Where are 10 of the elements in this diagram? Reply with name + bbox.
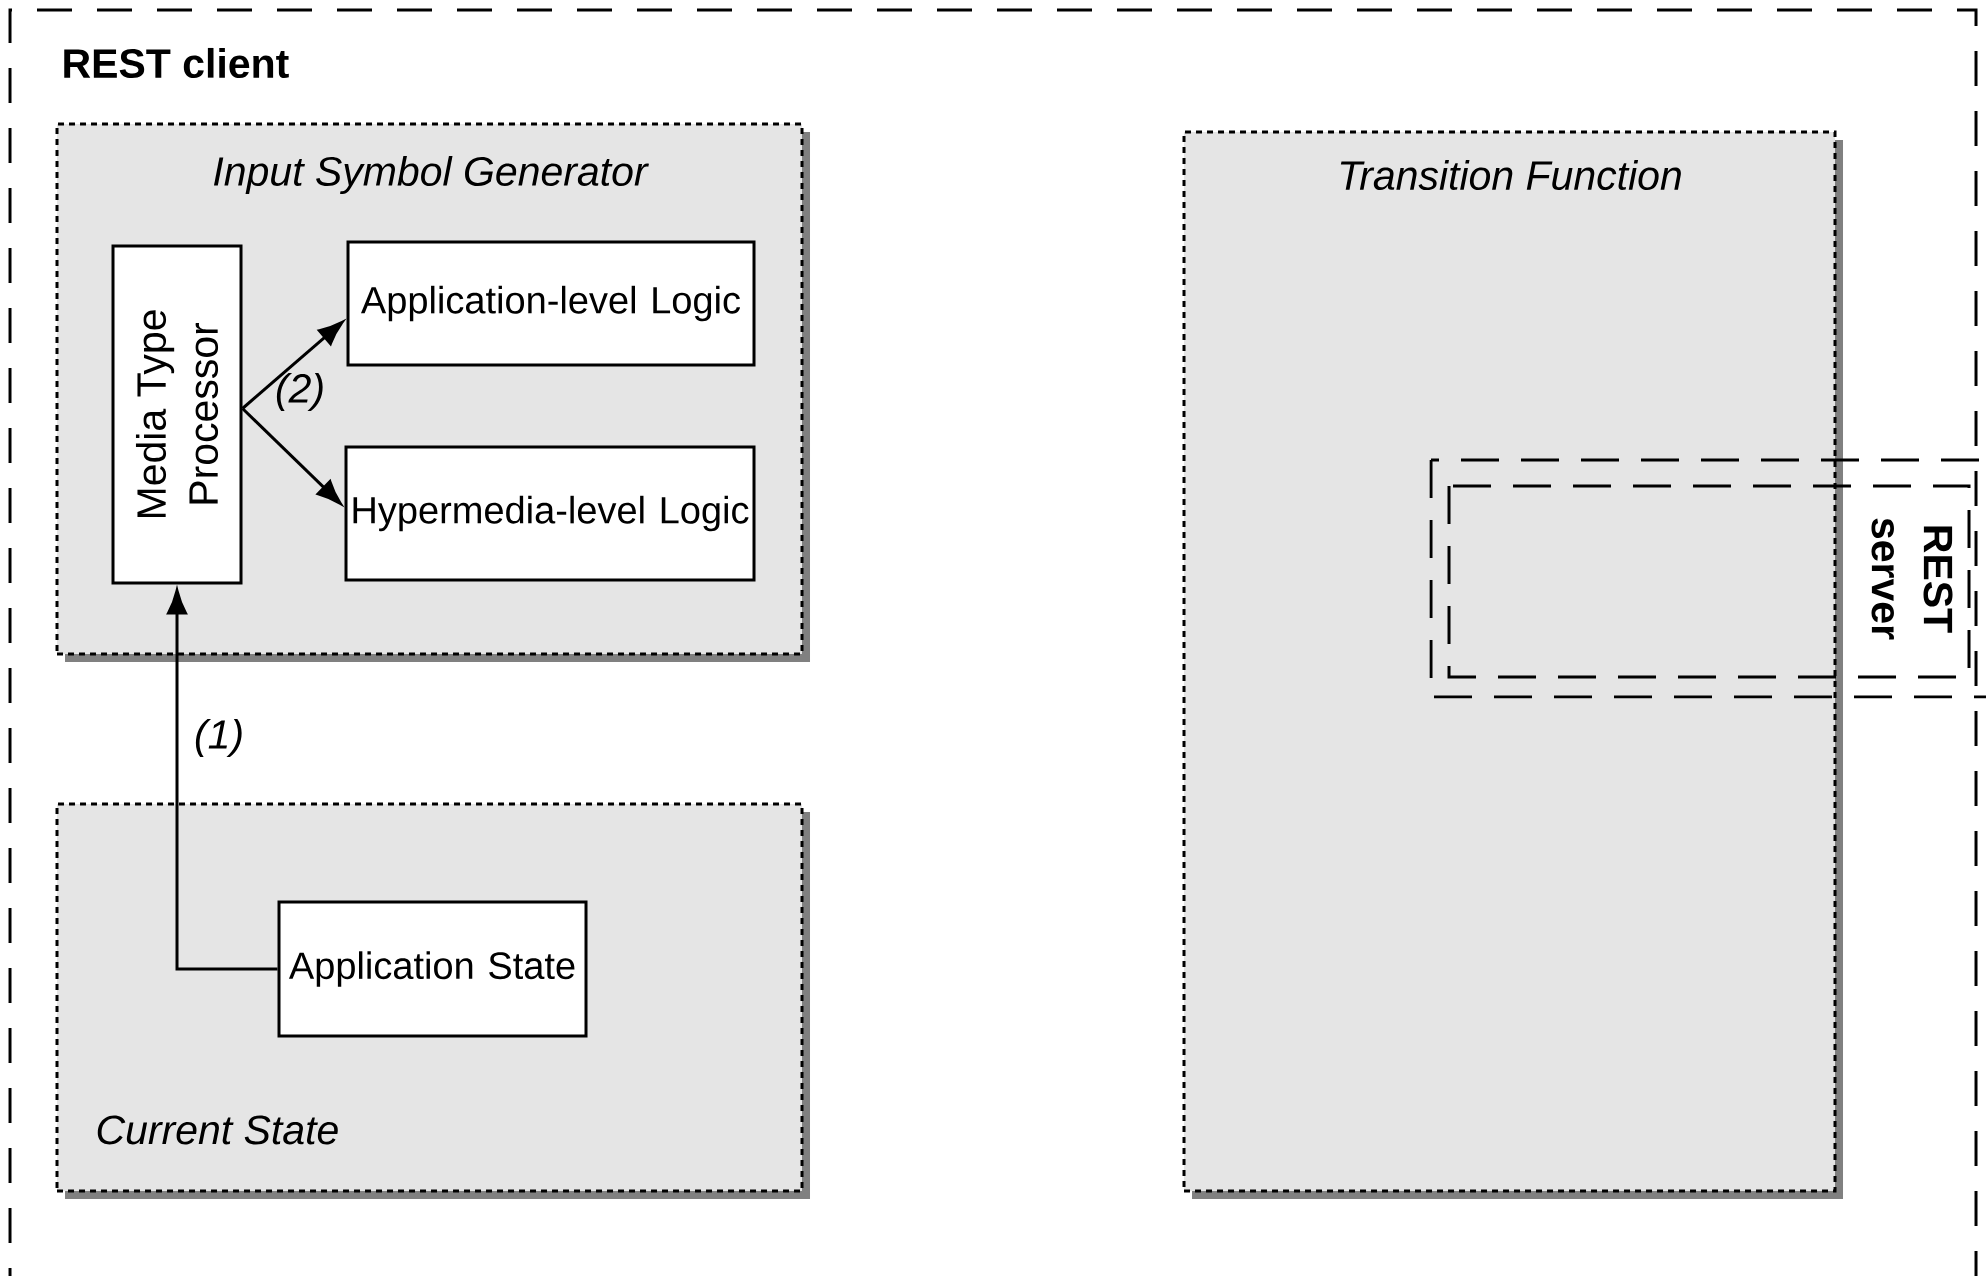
process-box: Application State bbox=[277, 900, 588, 1038]
process-box: Media Type Processor bbox=[111, 244, 243, 585]
process-box: Hypermedia-level Logic bbox=[344, 445, 756, 582]
heading: Current State bbox=[97, 1115, 338, 1145]
heading: Input Symbol Generator bbox=[214, 155, 649, 195]
heading: Transition Function bbox=[1340, 159, 1681, 191]
heading: REST client bbox=[64, 47, 289, 79]
dashed-box: REST server bbox=[1429, 458, 1986, 699]
panel bbox=[1182, 130, 1843, 1199]
process-box: Application-level Logic bbox=[346, 240, 756, 367]
